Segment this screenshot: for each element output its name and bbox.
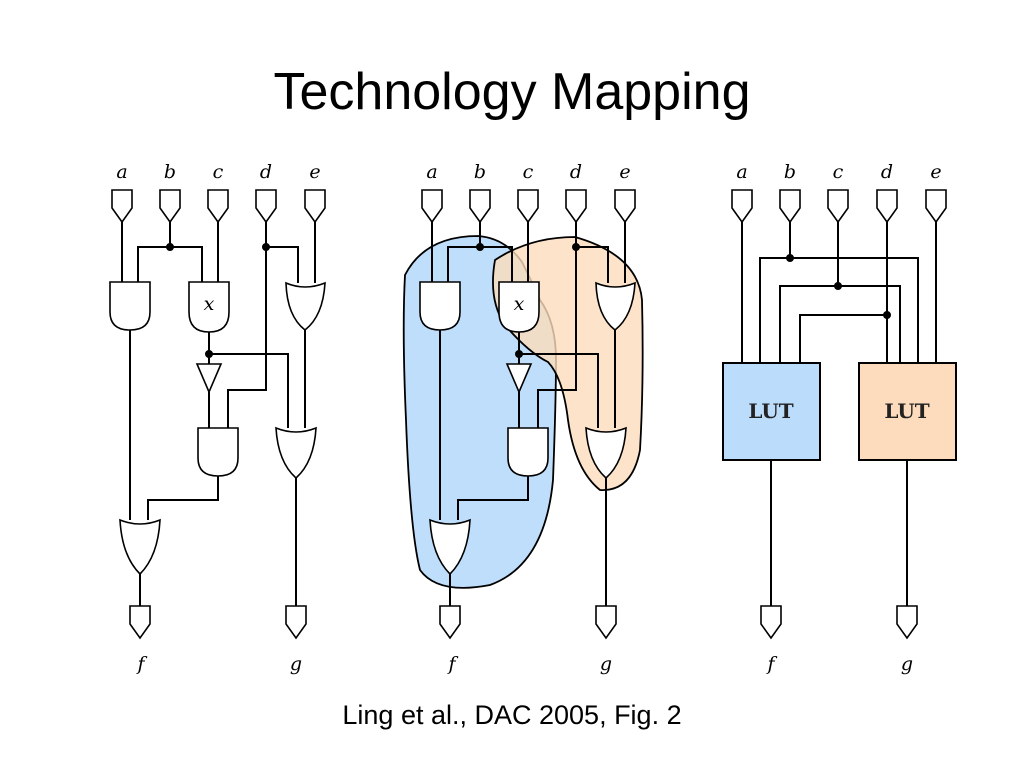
output-buffer-g: [595, 605, 617, 639]
gate-label-x: x: [204, 293, 215, 315]
output-buffer-f: [129, 605, 151, 639]
and-gate-x: [188, 281, 230, 333]
input-label-d: d: [260, 161, 272, 183]
not-gate: [195, 363, 223, 395]
panel-lut-mapping: a b c d e LUT LUT: [722, 161, 957, 675]
input-label-e: e: [619, 161, 630, 183]
input-buffer-d: [876, 189, 898, 223]
or-gate: [275, 426, 317, 480]
and-gate-x: [498, 281, 540, 333]
input-buffer-b: [469, 189, 491, 223]
input-buffer-e: [614, 189, 636, 223]
or-gate: [595, 281, 636, 332]
input-label-a: a: [116, 161, 127, 183]
junction-dots: [476, 243, 580, 358]
gate-label-x: x: [514, 293, 525, 315]
input-buffer-c: [207, 189, 229, 223]
panel-original-network: a b c d e: [109, 161, 326, 675]
input-label-a: a: [736, 161, 747, 183]
input-label-b: b: [164, 161, 176, 183]
wires: [431, 222, 626, 606]
input-label-b: b: [784, 161, 796, 183]
wires: [741, 222, 937, 606]
or-gate: [119, 518, 161, 576]
output-label-f: f: [446, 653, 458, 675]
input-buffer-e: [925, 189, 947, 223]
input-label-e: e: [930, 161, 941, 183]
output-buffer-f: [760, 605, 782, 639]
output-label-f: f: [765, 653, 777, 675]
output-label-g: g: [600, 653, 612, 675]
output-buffer-f: [439, 605, 461, 639]
and-gate: [109, 281, 151, 331]
input-buffer-a: [731, 189, 753, 223]
output-label-f: f: [135, 653, 147, 675]
output-buffer-g: [285, 605, 307, 639]
input-buffer-a: [421, 189, 443, 223]
input-buffer-d: [255, 189, 277, 223]
panel-clustered-network: a b c d e: [402, 161, 644, 675]
or-gate: [585, 426, 627, 480]
figure-caption: Ling et al., DAC 2005, Fig. 2: [342, 700, 682, 730]
and-gate: [507, 427, 549, 477]
lut-block-blue: [722, 362, 821, 461]
input-buffer-c: [517, 189, 539, 223]
junction-dots: [786, 254, 891, 319]
input-buffer-c: [827, 189, 849, 223]
and-gate: [419, 281, 461, 331]
input-label-b: b: [474, 161, 486, 183]
input-label-c: c: [213, 161, 224, 183]
input-buffer-b: [779, 189, 801, 223]
input-label-d: d: [881, 161, 893, 183]
and-gate: [197, 427, 239, 477]
input-label-e: e: [309, 161, 320, 183]
not-gate: [505, 363, 533, 395]
junction-dots: [166, 243, 270, 358]
or-gate: [285, 281, 326, 332]
lut-block-orange: [858, 362, 957, 461]
input-label-c: c: [833, 161, 844, 183]
input-buffer-b: [159, 189, 181, 223]
output-buffer-g: [896, 605, 918, 639]
wires: [121, 222, 316, 606]
input-buffer-e: [304, 189, 326, 223]
input-buffer-d: [565, 189, 587, 223]
input-label-d: d: [570, 161, 582, 183]
slide-title: Technology Mapping: [273, 63, 751, 121]
output-label-g: g: [290, 653, 302, 675]
input-label-a: a: [426, 161, 437, 183]
lut-label: LUT: [884, 399, 929, 423]
input-buffer-a: [111, 189, 133, 223]
input-label-c: c: [523, 161, 534, 183]
or-gate: [429, 518, 471, 576]
output-label-g: g: [901, 653, 913, 675]
lut-label: LUT: [748, 399, 793, 423]
